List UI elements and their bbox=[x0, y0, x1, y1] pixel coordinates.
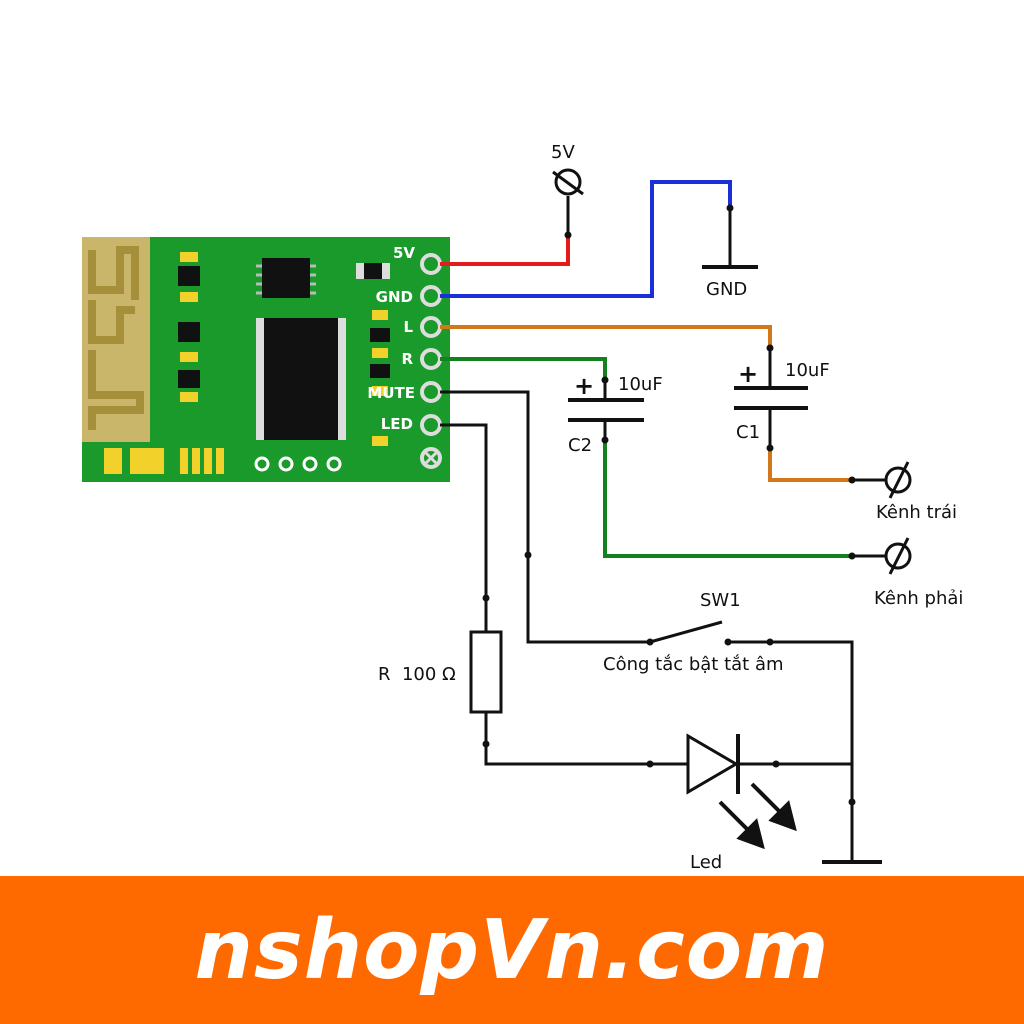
black-wires bbox=[440, 196, 886, 862]
pin-mute-pad bbox=[420, 381, 442, 403]
smd-resistors bbox=[178, 266, 390, 388]
nc-cross-icon bbox=[423, 450, 439, 466]
supply-5v-label: 5V bbox=[551, 142, 575, 163]
pin-l-pad bbox=[420, 316, 442, 338]
brand-banner bbox=[0, 876, 1024, 1024]
c2-value: 10uF bbox=[618, 374, 663, 395]
led-label: Led bbox=[690, 852, 722, 873]
pin-gnd-pad bbox=[420, 285, 442, 307]
c1-name: C1 bbox=[736, 422, 760, 443]
capacitor-c2: + 10uF C2 bbox=[568, 372, 663, 456]
c2-name: C2 bbox=[568, 435, 592, 456]
brand-logo-text: nshopVn.com bbox=[194, 903, 830, 998]
wire-gnd bbox=[440, 180, 732, 298]
supply-5v-terminal: 5V bbox=[551, 142, 584, 196]
resistor-label: R 100 Ω bbox=[378, 664, 456, 685]
pin-labels: 5V GND L R MUTE LED bbox=[367, 244, 415, 433]
wire-r bbox=[440, 357, 607, 380]
light-emission-arrows-icon bbox=[718, 782, 797, 850]
pin-label-gnd: GND bbox=[376, 288, 413, 306]
output-right-label: Kênh phải bbox=[874, 588, 963, 609]
main-ic-chip bbox=[256, 318, 346, 440]
output-left-terminal: Kênh trái bbox=[876, 461, 957, 523]
wire-c2-out bbox=[603, 440, 852, 558]
antenna-trace-icon bbox=[88, 246, 144, 430]
pin-label-mute: MUTE bbox=[367, 384, 415, 402]
output-right-terminal: Kênh phải bbox=[874, 537, 963, 609]
led-diode: Led bbox=[686, 733, 797, 873]
bluetooth-module: 5V GND L R MUTE LED bbox=[82, 237, 450, 482]
pin-label-l: L bbox=[403, 318, 413, 336]
pin-label-5v: 5V bbox=[393, 244, 415, 262]
pin-5v-pad bbox=[420, 253, 442, 275]
pin-label-led: LED bbox=[381, 415, 413, 433]
switch-name: SW1 bbox=[700, 590, 741, 611]
wire-l bbox=[440, 325, 772, 348]
ground-symbol: GND bbox=[702, 265, 758, 300]
c1-value: 10uF bbox=[785, 360, 830, 381]
pin-led-pad bbox=[420, 414, 442, 436]
junction-dots bbox=[482, 204, 856, 806]
smd-pads bbox=[104, 252, 388, 474]
pin-label-r: R bbox=[401, 350, 413, 368]
diode-triangle-icon bbox=[686, 733, 739, 795]
wire-c1-out bbox=[768, 448, 852, 482]
output-left-label: Kênh trái bbox=[876, 502, 957, 523]
switch-description: Công tắc bật tắt âm bbox=[603, 654, 784, 675]
c1-polarity: + bbox=[738, 360, 758, 388]
pin-r-pad bbox=[420, 348, 442, 370]
small-ic-chip bbox=[256, 258, 316, 298]
bottom-header-holes bbox=[254, 456, 342, 472]
smd-component bbox=[356, 263, 390, 279]
resistor-r: R 100 Ω bbox=[378, 630, 503, 714]
wire-5v bbox=[440, 235, 570, 266]
ground-label: GND bbox=[706, 279, 747, 300]
c2-polarity: + bbox=[574, 372, 594, 400]
capacitor-c1: + 10uF C1 bbox=[734, 360, 830, 443]
switch-sw1: SW1 Công tắc bật tắt âm bbox=[603, 590, 784, 675]
